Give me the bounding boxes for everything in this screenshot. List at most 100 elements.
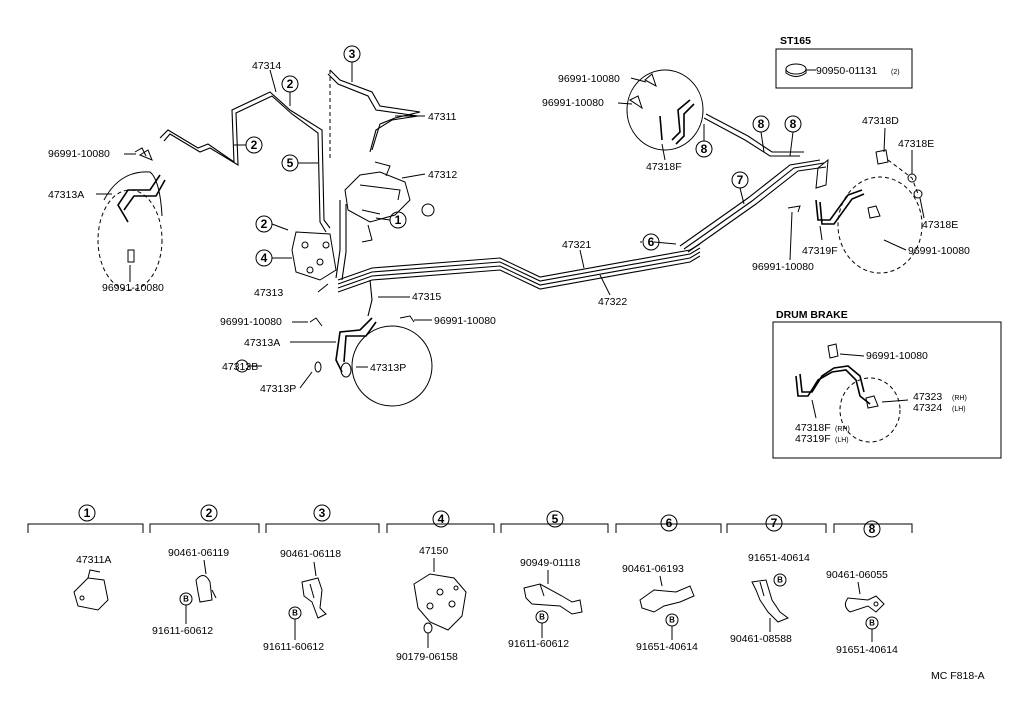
callout-8c: 8	[695, 140, 713, 158]
legend-item-1: 1 47311A	[73, 504, 111, 611]
callout-7: 7	[731, 171, 749, 189]
left-rear-hose	[235, 317, 433, 407]
label-96991-e: 96991-10080	[558, 73, 620, 85]
label-96991-f: 96991-10080	[542, 97, 604, 109]
drum-title: DRUM BRAKE	[776, 309, 848, 321]
svg-text:91651-40614: 91651-40614	[636, 641, 698, 653]
label-47318E-a: 47318E	[898, 138, 934, 150]
svg-text:91651-40614: 91651-40614	[836, 644, 898, 656]
drum-clip: 96991-10080	[866, 350, 928, 362]
legend-item-3: 3 90461-06118 B 91611-60612	[263, 504, 341, 653]
label-96991-a: 96991-10080	[48, 148, 110, 160]
drum-p3s: (RH)	[835, 426, 850, 433]
callout-8b: 8	[784, 115, 802, 133]
part-labels: 47314 47311 47312 96991-10080 47313A 969…	[48, 60, 970, 395]
svg-text:2: 2	[251, 138, 258, 152]
svg-text:5: 5	[287, 156, 294, 170]
leader-lines	[96, 62, 925, 389]
label-47315: 47315	[412, 291, 441, 303]
drum-p4s: (LH)	[835, 437, 849, 444]
drum-p1: 47323	[913, 391, 942, 403]
callout-4: 4	[255, 249, 273, 267]
svg-text:B: B	[869, 619, 875, 628]
legend-item-5: 5 90949-01118 B 91611-60612	[508, 510, 583, 650]
callout-2a: 2	[281, 75, 299, 93]
svg-text:6: 6	[666, 516, 673, 530]
label-47311: 47311	[428, 111, 457, 123]
svg-text:7: 7	[737, 173, 744, 187]
clips	[134, 147, 415, 327]
svg-text:2: 2	[206, 506, 213, 520]
svg-text:B: B	[669, 616, 675, 625]
svg-text:4: 4	[261, 251, 268, 265]
svg-text:1: 1	[84, 506, 91, 520]
label-47313: 47313	[254, 287, 283, 299]
label-47321: 47321	[562, 239, 591, 251]
svg-text:91611-60612: 91611-60612	[152, 625, 213, 637]
drum-p1s: (RH)	[952, 395, 967, 402]
callout-2b: 2	[245, 136, 263, 154]
svg-text:2: 2	[261, 217, 268, 231]
right-front-hose	[626, 69, 704, 151]
label-96991-g: 96991-10080	[752, 261, 814, 273]
svg-text:7: 7	[771, 516, 778, 530]
label-47313A-a: 47313A	[48, 189, 84, 201]
right-rear-hose	[787, 149, 923, 274]
svg-text:4: 4	[438, 512, 445, 526]
svg-text:8: 8	[758, 117, 765, 131]
callout-8a: 8	[752, 115, 770, 133]
svg-text:B: B	[183, 595, 189, 604]
svg-text:3: 3	[349, 47, 356, 61]
svg-text:90461-06119: 90461-06119	[168, 547, 229, 559]
legend-item-8: 8 90461-06055 B 91651-40614	[826, 520, 898, 656]
svg-text:5: 5	[552, 512, 559, 526]
legend-item-4: 4 47150 90179-06158	[396, 510, 467, 663]
legend: 1 47311A 2 90461-06119 B 91611-60612 3 9…	[27, 504, 913, 663]
master-cylinder	[344, 161, 435, 243]
label-47313B: 47313B	[222, 361, 258, 373]
svg-text:47150: 47150	[419, 545, 448, 557]
svg-text:8: 8	[869, 522, 876, 536]
svg-text:90461-08588: 90461-08588	[730, 633, 792, 645]
svg-text:90461-06118: 90461-06118	[280, 548, 341, 560]
st165-title: ST165	[780, 35, 811, 47]
label-47313A-b: 47313A	[244, 337, 280, 349]
clamp-47311A	[73, 577, 109, 611]
svg-text:91611-60612: 91611-60612	[263, 641, 324, 653]
label-96991-d: 96991-10080	[434, 315, 496, 327]
inset-drum-brake: DRUM BRAKE 96991-10080 47323 (RH) 47324 …	[772, 309, 1002, 459]
drum-p2s: (LH)	[952, 406, 966, 413]
label-47314: 47314	[252, 60, 281, 72]
label-47318F: 47318F	[646, 161, 682, 173]
label-47322: 47322	[598, 296, 627, 308]
svg-text:90179-06158: 90179-06158	[396, 651, 458, 663]
callout-2c: 2	[255, 215, 273, 233]
brake-pipes	[159, 69, 827, 317]
label-96991-b: 96991-10080	[102, 282, 164, 294]
label-96991-c: 96991-10080	[220, 316, 282, 328]
drum-p3: 47318F	[795, 422, 831, 434]
drum-p4: 47319F	[795, 433, 831, 445]
callout-5: 5	[281, 154, 299, 172]
drum-p2: 47324	[913, 402, 942, 414]
label-47319F: 47319F	[802, 245, 838, 257]
svg-text:47311A: 47311A	[76, 554, 111, 566]
svg-text:6: 6	[648, 235, 655, 249]
label-47318D: 47318D	[862, 115, 899, 127]
svg-text:B: B	[292, 609, 298, 618]
label-96991-h: 96991-10080	[908, 245, 970, 257]
inset-st165: ST165 90950-01131 (2)	[775, 35, 913, 89]
label-47313P-a: 47313P	[370, 362, 406, 374]
svg-text:8: 8	[790, 117, 797, 131]
label-47312: 47312	[428, 169, 457, 181]
svg-text:90461-06055: 90461-06055	[826, 569, 888, 581]
svg-text:91651-40614: 91651-40614	[748, 552, 810, 564]
label-47313P-b: 47313P	[260, 383, 296, 395]
proportioning-valve	[291, 231, 337, 281]
svg-text:8: 8	[701, 142, 708, 156]
callout-1: 1	[389, 211, 407, 229]
diagram-callouts: 3 2 2 5 1 2 4 6 7 8 8 8	[245, 45, 802, 267]
svg-text:90949-01118: 90949-01118	[520, 557, 580, 569]
